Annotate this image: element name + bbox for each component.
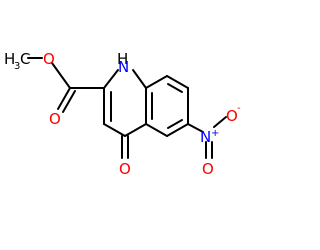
ring-h-label: H bbox=[117, 50, 128, 68]
bond-carbonyl-double-b bbox=[62, 90, 76, 113]
bond-lines bbox=[27, 57, 227, 159]
bond-n1-c8a bbox=[132, 69, 147, 89]
carbonyl-o-label: O bbox=[49, 110, 61, 128]
bond-c3-c4 bbox=[103, 123, 126, 137]
methyl-sub-label: 3 bbox=[14, 61, 20, 72]
bond-c6-c5-a bbox=[166, 123, 189, 137]
bond-carbonyl-double-a bbox=[57, 87, 71, 110]
atom-labels: H 3 C O O H N O N + O - O bbox=[4, 50, 241, 178]
ester-o-label: O bbox=[43, 50, 55, 68]
nitro-o-top-label: O bbox=[226, 107, 238, 125]
bond-c5-c4a bbox=[145, 123, 168, 137]
bond-c8-c7-b bbox=[167, 83, 183, 93]
ring-n-label: N bbox=[118, 58, 129, 76]
nitro-o-bottom-label: O bbox=[202, 160, 214, 178]
molecule-structure: H 3 C O O H N O N + O - O bbox=[4, 50, 241, 178]
bond-c8a-c8 bbox=[145, 75, 168, 89]
bond-c6-c5-b bbox=[167, 119, 183, 129]
ketone-o-label: O bbox=[119, 160, 131, 178]
bond-c8-c7-a bbox=[166, 75, 189, 89]
bond-c4-c4a bbox=[124, 123, 147, 137]
methyl-h-label: H bbox=[4, 50, 15, 68]
nitro-o-minus-label: - bbox=[237, 103, 241, 114]
bond-nitro-o-top bbox=[213, 116, 227, 128]
nitro-n-label: N bbox=[200, 128, 211, 146]
bond-o-carbonyl bbox=[51, 62, 71, 89]
nitro-plus-label: + bbox=[211, 128, 219, 139]
bond-c6-nitro bbox=[187, 123, 204, 133]
bond-c2-n1 bbox=[103, 69, 119, 89]
methyl-c-label: C bbox=[20, 50, 30, 68]
